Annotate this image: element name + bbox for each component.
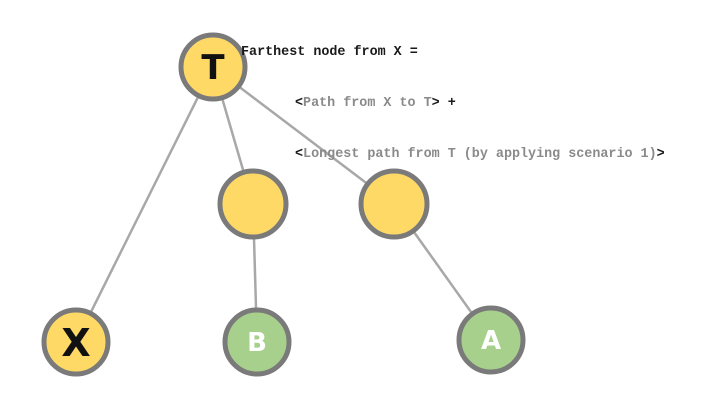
caption-line-2-close: > + [431, 96, 456, 111]
edge-t-m1 [220, 95, 246, 175]
node-circle [456, 305, 526, 375]
node-t: T [178, 32, 248, 102]
node-m1 [217, 168, 289, 240]
caption-line-2-open: < [295, 96, 304, 111]
caption-line-2: <Path from X to T> + [241, 95, 665, 112]
node-circle [222, 307, 292, 377]
node-a: A [456, 305, 526, 375]
caption-line-3-open: < [295, 147, 304, 162]
node-circle [358, 168, 430, 240]
node-x: X [41, 307, 111, 377]
caption-line-2-term: Path from X to T [303, 96, 432, 111]
edges [88, 84, 475, 317]
edge-m2-a [410, 228, 475, 317]
node-label: X [61, 321, 90, 365]
caption-line-3-term: Longest path from T (by applying scenari… [303, 147, 657, 162]
edge-t-m2 [236, 84, 371, 187]
node-label: A [481, 326, 501, 356]
caption-line-1: Farthest node from X = [241, 45, 418, 60]
node-label: T [201, 48, 225, 88]
node-label: B [247, 328, 267, 358]
node-m2 [358, 168, 430, 240]
node-circle [217, 168, 289, 240]
node-b: B [222, 307, 292, 377]
caption-line-3-close: > [656, 147, 665, 162]
edge-m1-b [252, 234, 258, 313]
node-circle [178, 32, 248, 102]
caption-line-3: <Longest path from T (by applying scenar… [241, 146, 665, 163]
node-circle [41, 307, 111, 377]
edge-t-x [88, 93, 201, 316]
caption: Farthest node from X = <Path from X to T… [241, 10, 665, 197]
